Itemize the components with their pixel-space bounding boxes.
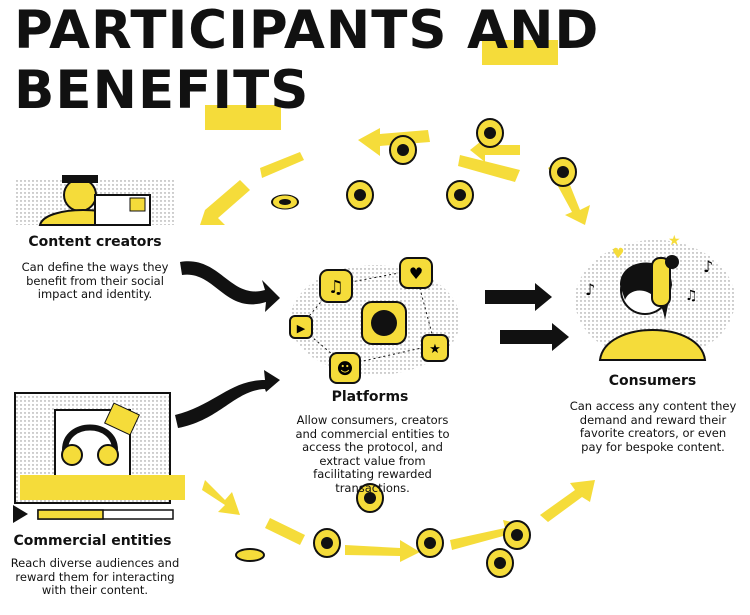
svg-text:♥: ♥ [409,264,423,283]
consumer-illustration: ♥ ★ ♪ ♪ ♫ [575,233,735,361]
play-icon [13,505,28,523]
svg-text:♫: ♫ [328,277,344,298]
coin-icon [503,520,531,550]
heart-icon [399,257,433,289]
consumers-title: Consumers [608,373,697,389]
svg-text:▶: ▶ [297,322,306,335]
commercial-entities-description: Reach diverse audiences and reward them … [10,556,180,597]
music-note-icon [129,197,146,212]
svg-text:♪: ♪ [703,257,713,276]
platforms-title: Platforms [331,389,409,405]
coin-icon [549,157,577,187]
svg-text:♥: ♥ [612,246,625,262]
svg-text:☻: ☻ [337,359,354,378]
svg-text:♫: ♫ [685,288,698,304]
play-icon [289,315,313,339]
progress-fill [37,509,104,520]
yellow-arrow [260,152,304,178]
coin-icon [235,548,265,562]
commercial-entities-title: Commercial entities [13,533,172,549]
coin-icon [486,548,514,578]
music-note-icon [319,269,353,303]
coin-icon [389,135,417,165]
content-creators-title: Content creators [28,234,162,250]
coin-icon [476,118,504,148]
coin-icon [346,180,374,210]
headphones-icon [651,257,671,307]
page-title-line2: BENEFITS [14,60,310,121]
consumers-description: Can access any content they demand and r… [569,399,737,454]
yellow-arrow [540,480,595,522]
page-title-line1: PARTICIPANTS AND [14,0,600,61]
commercial-entity-illustration [13,392,185,523]
title-highlight [482,40,558,65]
black-arrow [175,370,280,428]
yellow-arrow [200,180,250,225]
content-creator-illustration [15,175,175,226]
star-icon [421,334,449,362]
title-highlight [205,105,281,130]
coin-icon [271,194,299,210]
coin-icon [446,180,474,210]
black-arrow [180,261,280,312]
headphones-icon [62,424,118,451]
platforms-illustration: ♫ ♥ ▶ ★ ☻ [289,257,460,384]
platforms-description: Allow consumers, creators and commercial… [295,413,450,495]
coins [235,118,577,578]
smiley-icon [329,352,361,384]
svg-text:★: ★ [429,342,441,357]
yellow-arrow [345,540,420,562]
black-flow-arrows [175,261,569,428]
yellow-arrow [202,480,240,515]
yellow-arrow [265,518,305,545]
coin-icon [313,528,341,558]
black-arrow [485,283,552,311]
content-creators-description: Can define the ways they benefit from th… [21,260,169,301]
svg-text:★: ★ [668,233,681,249]
black-arrow [500,323,569,351]
svg-text:♪: ♪ [585,280,595,299]
coin-icon [416,528,444,558]
yellow-arrow [458,155,520,182]
